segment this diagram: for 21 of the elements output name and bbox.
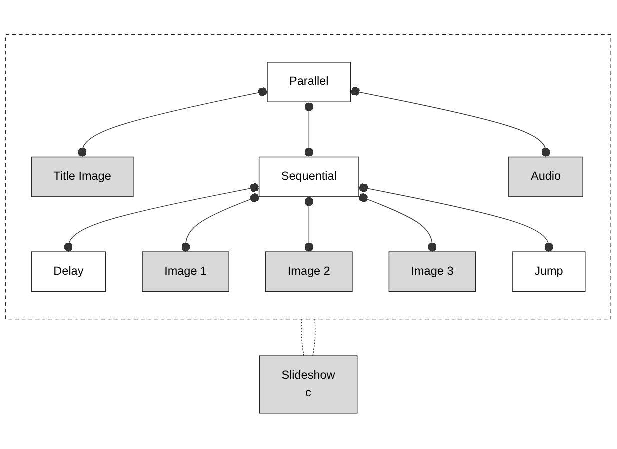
node-box: Sequential bbox=[258, 157, 360, 198]
connector bbox=[358, 194, 437, 253]
connector bbox=[181, 194, 260, 253]
node-box: Audio bbox=[508, 157, 584, 198]
node-box: Jump bbox=[512, 252, 586, 292]
node-box: Image 1 bbox=[142, 252, 230, 292]
cluster bbox=[6, 34, 612, 320]
node-box: Title Image bbox=[31, 157, 134, 198]
node-box: Parallel bbox=[267, 62, 352, 103]
connector bbox=[301, 319, 304, 357]
node-box: Image 2 bbox=[266, 252, 353, 292]
node-box: Slideshow c bbox=[259, 356, 358, 414]
connector bbox=[78, 88, 268, 158]
connector bbox=[64, 184, 260, 253]
node-box: Image 3 bbox=[388, 252, 476, 292]
connector bbox=[304, 196, 314, 253]
connector bbox=[350, 88, 550, 158]
connector bbox=[358, 184, 554, 253]
connector bbox=[304, 102, 314, 158]
node-box: Delay bbox=[31, 252, 106, 292]
connector bbox=[312, 319, 316, 357]
